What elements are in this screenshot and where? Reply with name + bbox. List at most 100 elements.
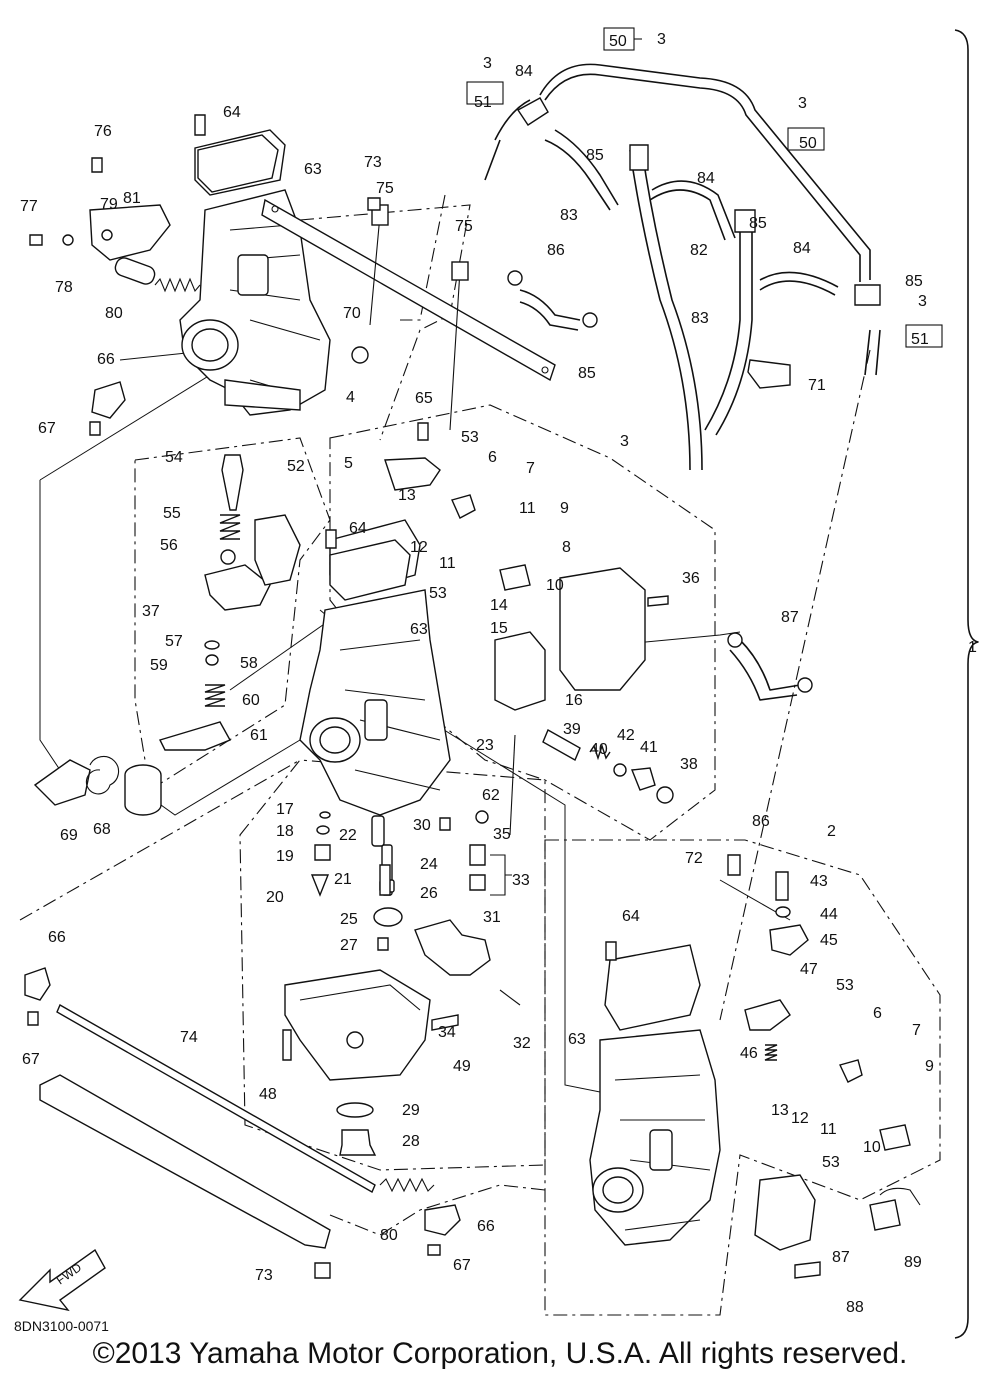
hose-51-left bbox=[484, 99, 531, 181]
part-label-85: 85 bbox=[905, 273, 923, 290]
group-outline-right-vertical bbox=[719, 349, 871, 1021]
part-label-67: 67 bbox=[38, 420, 56, 437]
cover-63-top bbox=[197, 134, 279, 193]
lever-37 bbox=[204, 564, 271, 611]
part-label-58: 58 bbox=[240, 655, 258, 672]
bolt-67-b bbox=[27, 1011, 39, 1026]
part-label-39: 39 bbox=[563, 721, 581, 738]
part-label-48: 48 bbox=[259, 1086, 277, 1103]
part-label-53: 53 bbox=[461, 429, 479, 446]
part-label-3: 3 bbox=[620, 433, 629, 450]
part-label-5: 5 bbox=[344, 455, 353, 472]
part-label-45: 45 bbox=[820, 932, 838, 949]
part-label-37: 37 bbox=[142, 603, 160, 620]
spring-80 bbox=[154, 277, 201, 293]
lever-47 bbox=[744, 999, 791, 1031]
part-label-6: 6 bbox=[873, 1005, 882, 1022]
cam-66-lower bbox=[424, 1204, 461, 1236]
carburetor-top bbox=[179, 129, 331, 416]
connector-line bbox=[39, 480, 61, 771]
bolt-77 bbox=[29, 234, 43, 246]
float-31 bbox=[414, 919, 491, 976]
hose-50-main bbox=[539, 63, 871, 280]
pin-32 bbox=[499, 989, 521, 1006]
part-label-78: 78 bbox=[55, 279, 73, 296]
part-label-40: 40 bbox=[590, 741, 608, 758]
part-label-66: 66 bbox=[48, 929, 66, 946]
part-label-51: 51 bbox=[911, 331, 929, 348]
part-label-84: 84 bbox=[515, 63, 533, 80]
part-label-10: 10 bbox=[546, 577, 564, 594]
part-label-82: 82 bbox=[690, 242, 708, 259]
part-label-64: 64 bbox=[349, 520, 367, 537]
part-label-86: 86 bbox=[752, 813, 770, 830]
bolt-67-c bbox=[427, 1244, 441, 1256]
part-label-84: 84 bbox=[697, 170, 715, 187]
spring-80-lower bbox=[379, 1177, 435, 1193]
bracket-33 bbox=[490, 854, 512, 896]
joint-85-d bbox=[854, 284, 881, 306]
washer-78 bbox=[62, 234, 74, 246]
part-label-87: 87 bbox=[832, 1249, 850, 1266]
part-label-42: 42 bbox=[617, 727, 635, 744]
part-label-24: 24 bbox=[420, 856, 438, 873]
link-6b bbox=[839, 1059, 863, 1083]
rail-73 bbox=[39, 1074, 331, 1249]
part-label-16: 16 bbox=[565, 692, 583, 709]
diagram-code: 8DN3100-0071 bbox=[14, 1318, 109, 1334]
part-label-80: 80 bbox=[380, 1227, 398, 1244]
part-label-35: 35 bbox=[493, 826, 511, 843]
plug-28 bbox=[339, 1129, 377, 1156]
part-label-65: 65 bbox=[415, 390, 433, 407]
part-label-7: 7 bbox=[526, 460, 535, 477]
float-bowl-edge bbox=[299, 984, 421, 1011]
part-label-83: 83 bbox=[691, 310, 709, 327]
part-label-36: 36 bbox=[682, 570, 700, 587]
cap-38 bbox=[656, 786, 674, 804]
hose-86-upper bbox=[519, 289, 581, 331]
part-label-32: 32 bbox=[513, 1035, 531, 1052]
connector-line bbox=[229, 619, 331, 691]
assembly-bracket bbox=[954, 29, 979, 1339]
hose-83-left bbox=[629, 149, 703, 471]
cam-66-upper bbox=[91, 381, 126, 419]
joint-85-c bbox=[734, 209, 756, 233]
part-label-73: 73 bbox=[364, 154, 382, 171]
nut-44 bbox=[775, 906, 791, 918]
jet-33 bbox=[469, 844, 486, 866]
part-label-23: 23 bbox=[476, 737, 494, 754]
part-22 bbox=[371, 815, 385, 847]
upper-rail bbox=[261, 198, 556, 382]
connector-line bbox=[39, 371, 216, 481]
connector-90 bbox=[869, 1199, 901, 1231]
part-label-15: 15 bbox=[490, 620, 508, 637]
part-label-60: 60 bbox=[242, 692, 260, 709]
ring-57 bbox=[204, 640, 220, 650]
hose-50-inner bbox=[544, 73, 861, 282]
part-label-12: 12 bbox=[791, 1110, 809, 1127]
cable-tie-head bbox=[451, 261, 469, 281]
group-outline-rail bbox=[400, 194, 446, 321]
bolt-64-low bbox=[605, 941, 617, 961]
part-label-13: 13 bbox=[398, 487, 416, 504]
connector-line bbox=[419, 714, 616, 1096]
part-label-88: 88 bbox=[846, 1299, 864, 1316]
screw-49 bbox=[431, 1014, 459, 1031]
part-label-10: 10 bbox=[863, 1139, 881, 1156]
part-label-41: 41 bbox=[640, 739, 658, 756]
part-label-50: 50 bbox=[799, 135, 817, 152]
part-label-85: 85 bbox=[749, 215, 767, 232]
bolt-67-a bbox=[89, 421, 101, 436]
cap-56 bbox=[220, 549, 236, 565]
hose-84-c bbox=[759, 271, 839, 296]
part-label-12: 12 bbox=[410, 539, 428, 556]
ref-box-3-51-right bbox=[905, 324, 943, 348]
screw-48 bbox=[282, 1029, 292, 1061]
part-label-43: 43 bbox=[810, 873, 828, 890]
part-label-89: 89 bbox=[904, 1254, 922, 1271]
part-label-63: 63 bbox=[568, 1031, 586, 1048]
part-label-66: 66 bbox=[97, 351, 115, 368]
o-ring-29 bbox=[336, 1102, 374, 1118]
clip-87 bbox=[507, 270, 523, 286]
part-label-13: 13 bbox=[771, 1102, 789, 1119]
